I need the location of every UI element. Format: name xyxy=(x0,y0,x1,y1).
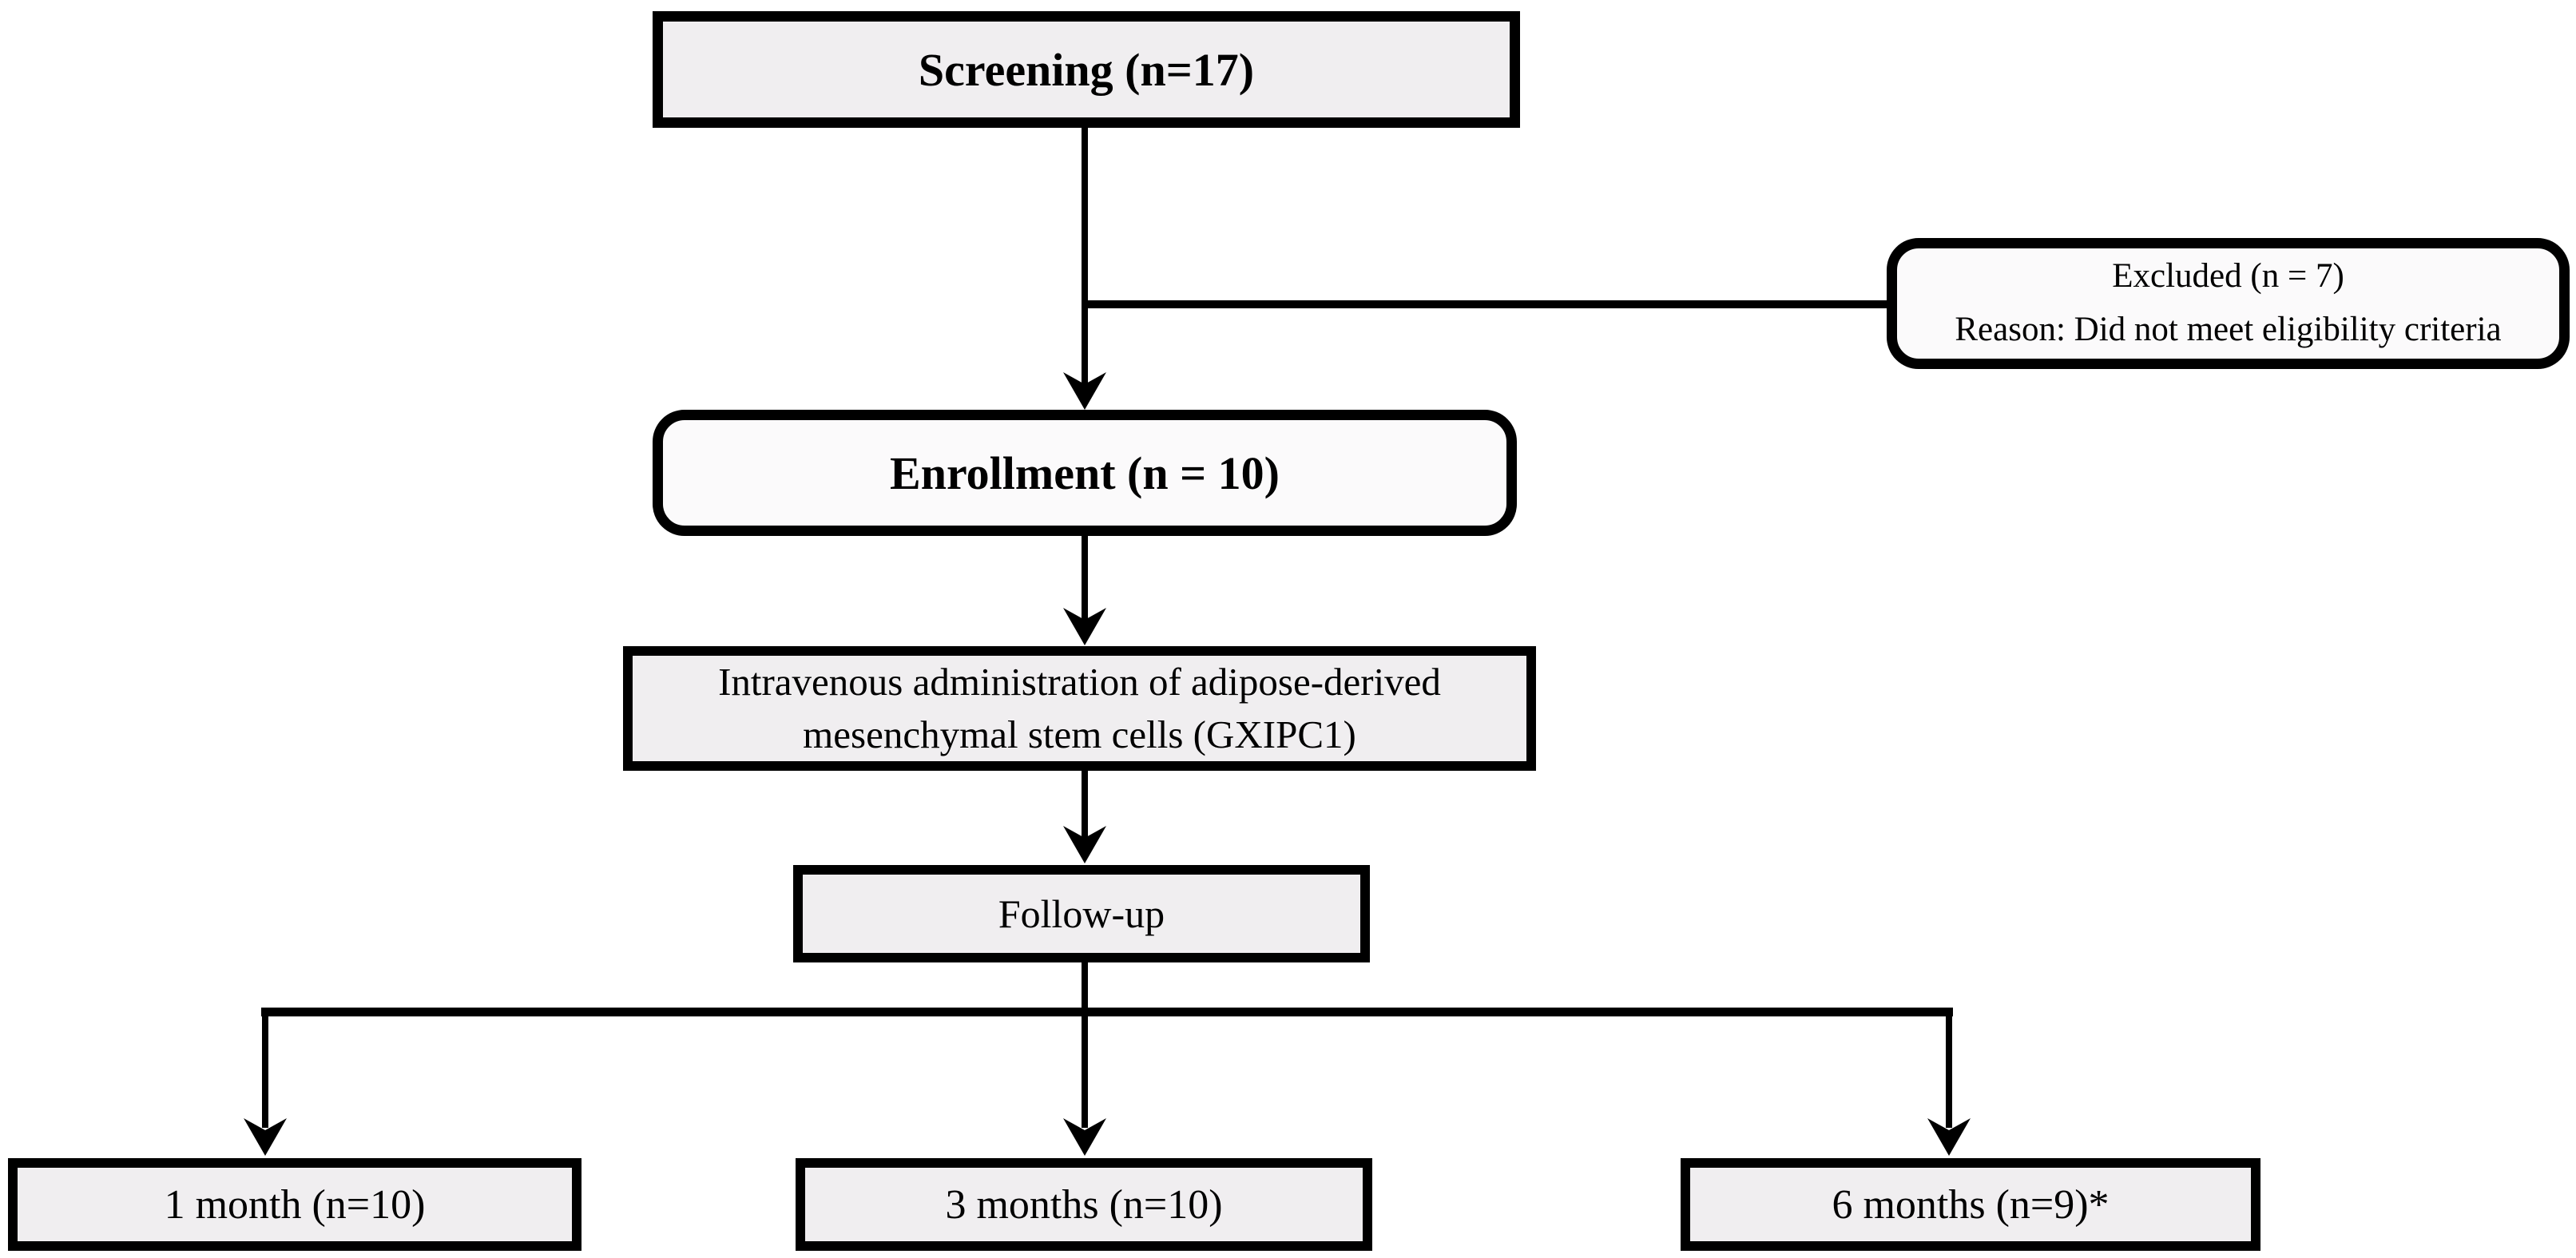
node-screening-label: Screening (n=17) xyxy=(918,43,1255,96)
node-treatment: Intravenous administration of adipose-de… xyxy=(623,646,1536,771)
node-month6: 6 months (n=9)* xyxy=(1681,1158,2260,1251)
node-month1-label: 1 month (n=10) xyxy=(164,1181,426,1228)
node-excluded-line-1: Excluded (n = 7) xyxy=(2112,257,2344,296)
arrowhead-treatment xyxy=(1063,608,1106,645)
node-month3-label: 3 months (n=10) xyxy=(945,1181,1223,1228)
arrowhead-month6 xyxy=(1927,1118,1971,1156)
node-excluded: Excluded (n = 7) Reason: Did not meet el… xyxy=(1887,238,2570,369)
node-followup-label: Follow-up xyxy=(998,891,1165,936)
arrowhead-month1 xyxy=(244,1118,287,1156)
node-screening: Screening (n=17) xyxy=(653,11,1520,128)
arrowhead-followup xyxy=(1063,826,1106,863)
node-enrollment-label: Enrollment (n = 10) xyxy=(890,446,1280,499)
node-enrollment: Enrollment (n = 10) xyxy=(653,410,1517,536)
arrowhead-month3 xyxy=(1063,1118,1106,1156)
node-month3: 3 months (n=10) xyxy=(796,1158,1372,1251)
node-month1: 1 month (n=10) xyxy=(8,1158,581,1251)
node-treatment-line-2: mesenchymal stem cells (GXIPC1) xyxy=(803,712,1356,756)
node-month6-label: 6 months (n=9)* xyxy=(1832,1181,2110,1228)
node-excluded-line-2: Reason: Did not meet eligibility criteri… xyxy=(1955,311,2502,348)
arrowhead-enrollment xyxy=(1063,372,1106,410)
node-followup: Follow-up xyxy=(793,865,1370,962)
node-treatment-line-1: Intravenous administration of adipose-de… xyxy=(718,660,1441,704)
